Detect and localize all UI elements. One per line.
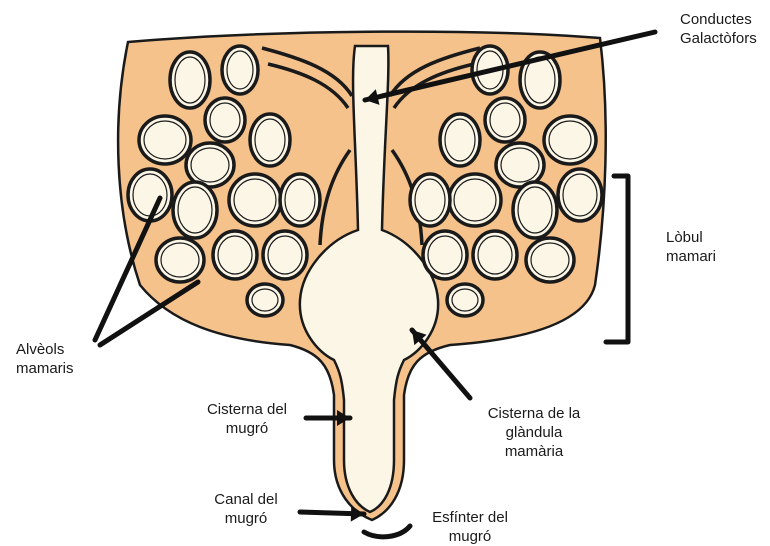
alveolus-10 xyxy=(156,238,204,282)
label-alveols-mamaris: Alvèols mamaris xyxy=(16,340,74,378)
alveolus-23 xyxy=(410,174,450,226)
label-canal-del-mugro: Canal del mugró xyxy=(200,490,292,528)
alveolus-0 xyxy=(170,52,210,108)
alveolus-24 xyxy=(526,238,574,282)
label-esfinter-del-mugro: Esfínter del mugró xyxy=(414,508,526,546)
label-cisterna-de-la-glandula: Cisterna de la glàndula mamària xyxy=(470,404,598,461)
label-lobul-mamari: Lòbul mamari xyxy=(666,228,716,266)
alveolus-12 xyxy=(263,231,307,279)
label-conductes-galactofors: Conductes Galactòfors xyxy=(680,10,757,48)
sphincter-arc xyxy=(364,526,410,537)
alveolus-22 xyxy=(449,174,501,226)
alveolus-3 xyxy=(139,116,191,164)
alveolus-11 xyxy=(213,231,257,279)
bracket-lobul xyxy=(606,176,628,342)
alveolus-9 xyxy=(280,174,320,226)
alveolus-26 xyxy=(423,231,467,279)
alveolus-25 xyxy=(473,231,517,279)
alveolus-21 xyxy=(513,182,557,238)
alveolus-6 xyxy=(128,169,172,221)
alveolus-7 xyxy=(173,182,217,238)
alveolus-16 xyxy=(485,98,525,142)
alveolus-20 xyxy=(558,169,602,221)
alveolus-8 xyxy=(229,174,281,226)
alveolus-5 xyxy=(250,114,290,166)
alveolus-2 xyxy=(205,98,245,142)
label-cisterna-del-mugro: Cisterna del mugró xyxy=(192,400,302,438)
alveolus-17 xyxy=(544,116,596,164)
alveolus-19 xyxy=(440,114,480,166)
